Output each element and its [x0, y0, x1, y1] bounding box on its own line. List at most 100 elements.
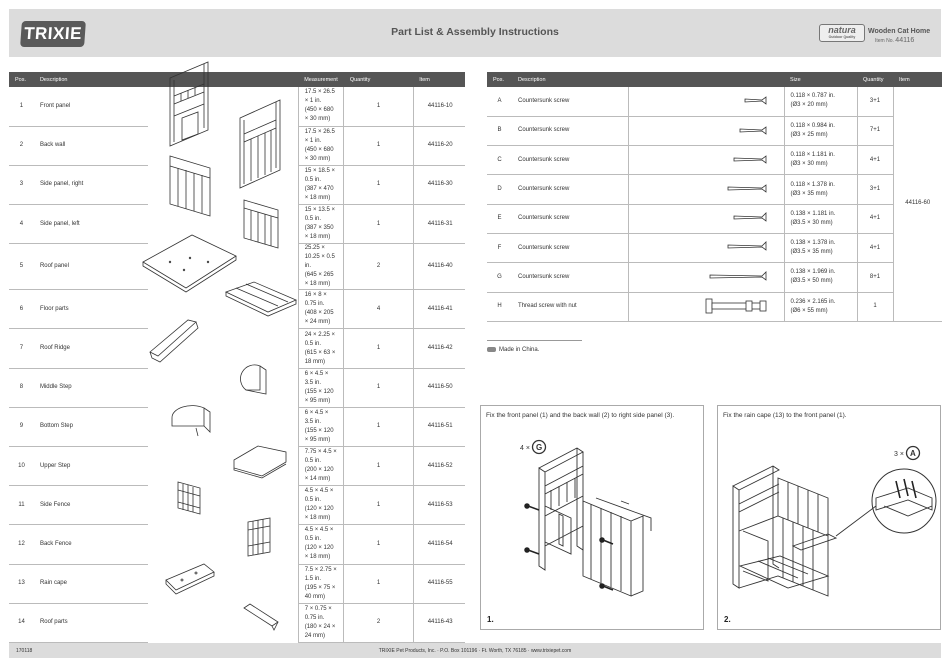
- header-image: [628, 72, 784, 87]
- part-quantity: 1: [343, 485, 414, 526]
- size-inches: 0.118 × 1.378 in.: [790, 181, 835, 188]
- part-pos: 3: [9, 165, 34, 206]
- brand-name: natura: [828, 25, 856, 35]
- part-item: 44116-41: [412, 289, 465, 330]
- part-measurement: 15 × 18.5 × 0.5 in.(387 × 470 × 18 mm): [297, 165, 344, 206]
- part-quantity: 2: [343, 603, 414, 643]
- part-measurement: 16 × 8 × 0.75 in.(408 × 205 × 24 mm): [297, 289, 344, 330]
- company-address: TRIXIE Pet Products, Inc. · P.O. Box 101…: [378, 648, 572, 654]
- part-measurement: 7 × 0.75 × 0.75 in.(180 × 24 × 24 mm): [297, 603, 344, 643]
- measurement-inches: 7.75 × 4.5 × 0.5 in.: [304, 449, 337, 465]
- measurement-mm: (387 × 350 × 18 mm): [304, 225, 334, 241]
- size-inches: 0.118 × 1.181 in.: [790, 152, 835, 159]
- part-measurement: 17.5 × 26.5 × 1 in.(450 × 680 × 30 mm): [297, 87, 344, 127]
- size-mm: (Ø3 × 30 mm): [790, 161, 828, 168]
- size-inches: 0.118 × 0.984 in.: [790, 122, 835, 129]
- product-name: Wooden Cat Home: [868, 28, 931, 35]
- part-quantity: 1: [343, 407, 414, 448]
- measurement-inches: 17.5 × 26.5 × 1 in.: [304, 89, 335, 105]
- header-quantity: Quantity: [857, 72, 893, 87]
- part-item: 44116-42: [412, 328, 465, 369]
- measurement-inches: 6 × 4.5 × 3.5 in.: [304, 370, 329, 386]
- measurement-mm: (387 × 470 × 18 mm): [304, 185, 334, 201]
- screw-description: Countersunk screw: [512, 174, 628, 205]
- step-2-callout-letter: A: [910, 449, 916, 458]
- document-code: 170118: [16, 648, 33, 654]
- assembly-step-1: Fix the front panel (1) and the back wal…: [480, 405, 704, 630]
- screw-image-cell: [627, 233, 784, 264]
- size-mm: (Ø3 × 20 mm): [790, 102, 828, 109]
- screw-quantity: 3+1: [856, 174, 893, 205]
- item-number: Item No. 44116: [875, 37, 914, 44]
- header-quantity: Quantity: [343, 72, 414, 87]
- screw-image-cell: [627, 116, 784, 147]
- part-pos: 8: [9, 368, 34, 408]
- screw-pos: F: [487, 233, 512, 264]
- part-image-cell: [148, 87, 299, 126]
- part-description: Roof parts: [33, 603, 148, 643]
- part-item: 44116-10: [412, 87, 465, 127]
- part-measurement: 6 × 4.5 × 3.5 in.(155 × 120 × 95 mm): [297, 407, 344, 448]
- measurement-mm: (645 × 265 × 18 mm): [304, 272, 334, 288]
- part-measurement: 4.5 × 4.5 × 0.5 in.(120 × 120 × 18 mm): [297, 524, 344, 565]
- header-item: Item: [413, 72, 465, 87]
- step-2-callout-circle: [905, 445, 921, 461]
- screw-description: Countersunk screw: [512, 262, 628, 293]
- screw-image-cell: [627, 204, 784, 234]
- screw-description: Countersunk screw: [512, 87, 628, 117]
- part-description: Upper Step: [33, 446, 148, 487]
- part-image-cell: [148, 165, 299, 204]
- part-description: Back Fence: [33, 524, 148, 565]
- part-image-cell: [148, 205, 299, 244]
- screw-pos: H: [487, 292, 512, 322]
- screw-image-cell: [627, 174, 784, 205]
- screw-description: Countersunk screw: [512, 204, 628, 234]
- size-inches: 0.236 × 2.165 in.: [790, 298, 836, 305]
- screw-image-cell: [627, 292, 784, 322]
- screw-size: 0.118 × 1.378 in.(Ø3 × 35 mm): [783, 174, 857, 205]
- part-pos: 12: [9, 524, 34, 565]
- part-description: Roof panel: [33, 243, 148, 291]
- part-pos: 11: [9, 485, 34, 526]
- step-1-text: Fix the front panel (1) and the back wal…: [486, 412, 675, 419]
- measurement-inches: 4.5 × 4.5 × 0.5 in.: [304, 488, 334, 504]
- page-title: Part List & Assembly Instructions: [391, 26, 559, 38]
- screw-description: Thread screw with nut: [512, 292, 628, 322]
- size-inches: 0.138 × 1.969 in.: [790, 269, 836, 276]
- part-pos: 6: [9, 289, 34, 330]
- assembly-step-2: Fix the rain cape (13) to the front pane…: [717, 405, 941, 630]
- part-measurement: 4.5 × 4.5 × 0.5 in.(120 × 120 × 18 mm): [297, 485, 344, 526]
- part-quantity: 1: [343, 446, 414, 487]
- part-image-cell: [148, 244, 299, 290]
- measurement-inches: 17.5 × 26.5 × 1 in.: [304, 128, 335, 144]
- screw-pos: D: [487, 174, 512, 205]
- part-image-cell: [148, 525, 299, 564]
- part-pos: 1: [9, 87, 34, 127]
- screw-quantity: 8+1: [856, 262, 893, 293]
- measurement-inches: 7 × 0.75 × 0.75 in.: [304, 605, 332, 621]
- part-measurement: 24 × 2.25 × 0.5 in.(615 × 63 × 18 mm): [297, 328, 344, 369]
- part-quantity: 1: [343, 328, 414, 369]
- screw-size: 0.138 × 1.969 in.(Ø3.5 × 50 mm): [783, 262, 857, 293]
- measurement-mm: (155 × 120 × 95 mm): [304, 427, 334, 443]
- screw-quantity: 4+1: [856, 233, 893, 264]
- screw-description: Countersunk screw: [512, 145, 628, 176]
- screws-table-header: Pos. Description Size Quantity Item: [487, 72, 942, 87]
- step-1-callout-letter: G: [536, 443, 542, 452]
- step-2-detail-drawing: [835, 487, 933, 537]
- screw-quantity: 1: [856, 292, 893, 322]
- measurement-mm: (615 × 63 × 18 mm): [304, 349, 336, 365]
- step-2-illustration: 3 × A: [732, 445, 937, 597]
- parts-table: Pos. Description Measurement Quantity It…: [9, 72, 465, 643]
- part-description: Back wall: [33, 126, 148, 166]
- flag-icon: [487, 347, 496, 352]
- step-1-callout: 4 ×: [520, 445, 530, 452]
- measurement-inches: 7.5 × 2.75 × 1.5 in.: [304, 566, 337, 582]
